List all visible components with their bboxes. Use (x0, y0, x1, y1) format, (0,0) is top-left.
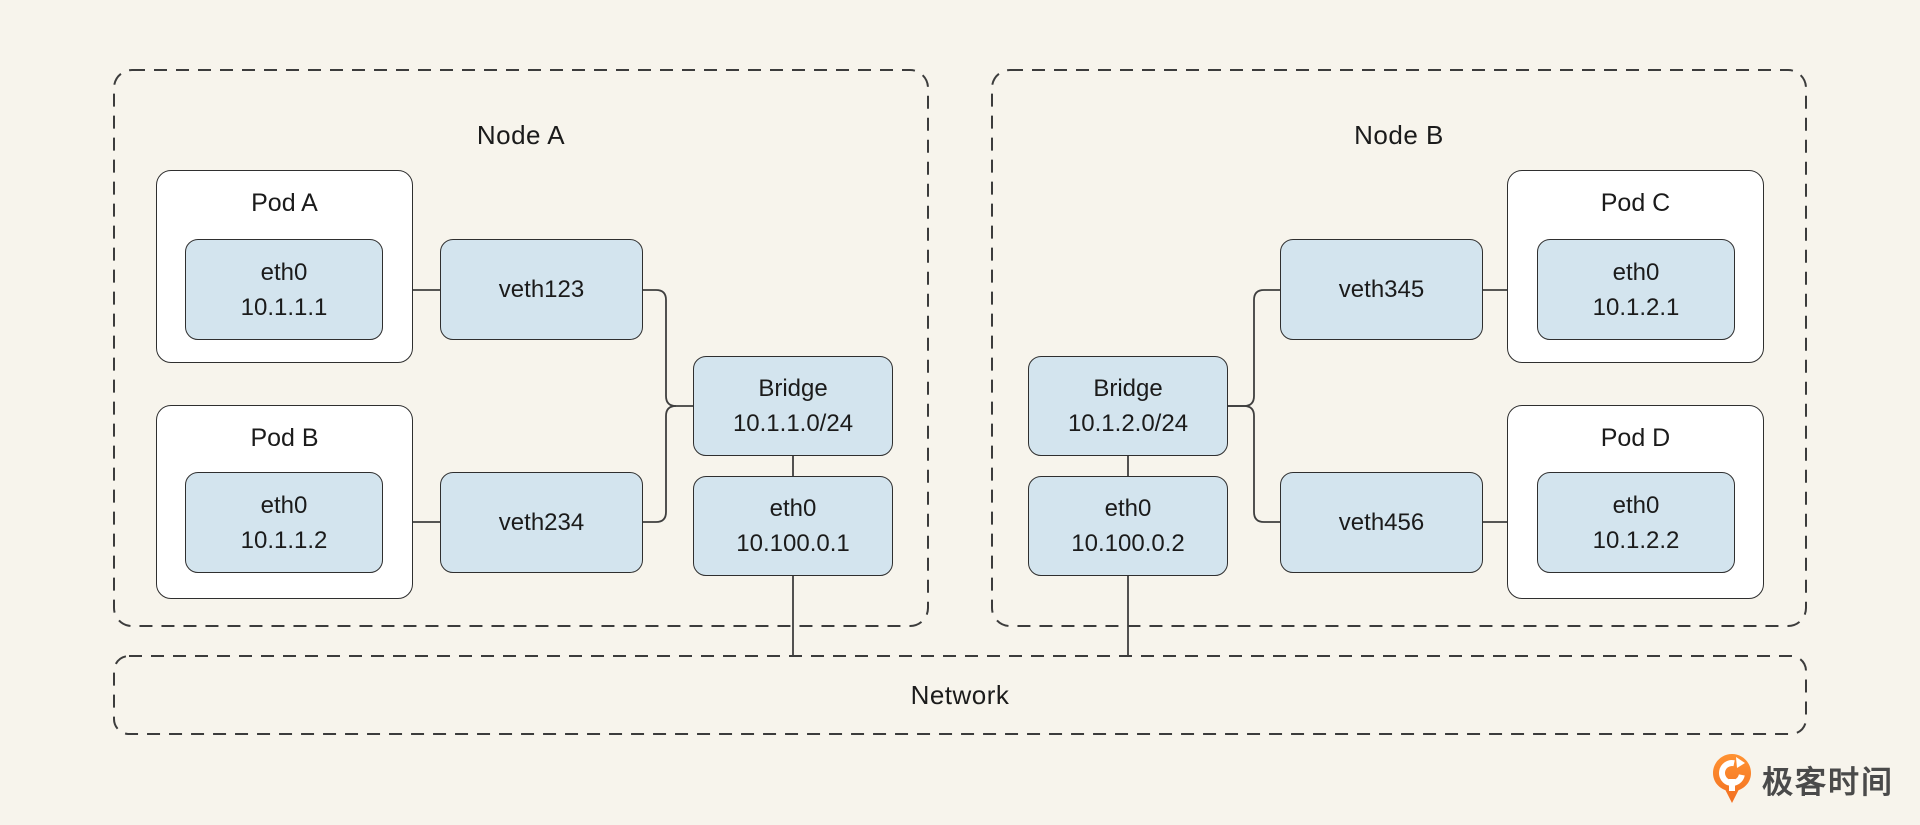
pod-d-eth0-name: eth0 (1612, 491, 1660, 519)
pod-c-eth0-name: eth0 (1612, 258, 1660, 286)
node-a-host-eth0-box: eth0 10.100.0.1 (693, 476, 893, 576)
bridge-a-box: Bridge 10.1.1.0/24 (693, 356, 893, 456)
pod-c-title: Pod C (1600, 189, 1671, 217)
pod-b-eth0-name: eth0 (260, 491, 308, 519)
bridge-b-name: Bridge (1093, 375, 1163, 402)
node-b-title: Node B (1354, 120, 1444, 150)
node-a-boundary (113, 69, 929, 627)
node-b-host-eth0-ip: 10.100.0.2 (1071, 530, 1185, 557)
veth234-box: veth234 (440, 472, 643, 573)
network-label: Network (910, 679, 1010, 710)
node-b-boundary (991, 69, 1807, 627)
veth123-box: veth123 (440, 239, 643, 340)
bridge-a-cidr: 10.1.1.0/24 (732, 410, 854, 437)
pod-b-eth0-box: eth0 10.1.1.2 (185, 472, 383, 573)
node-b-host-eth0-name: eth0 (1104, 495, 1152, 522)
veth234-label: veth234 (498, 509, 585, 536)
node-a-host-eth0-ip: 10.100.0.1 (736, 530, 850, 557)
pod-a-eth0-ip: 10.1.1.1 (240, 293, 328, 321)
veth456-label: veth456 (1338, 509, 1425, 536)
connector-veth123-bridgeA (643, 289, 693, 407)
veth456-box: veth456 (1280, 472, 1483, 573)
pod-b-title: Pod B (250, 424, 319, 452)
node-a-host-eth0-name: eth0 (769, 495, 817, 522)
geektime-logo-text: 极客时间 (1762, 764, 1894, 800)
pod-b-eth0-ip: 10.1.1.2 (240, 526, 328, 554)
pod-c-eth0-box: eth0 10.1.2.1 (1537, 239, 1735, 340)
pod-d-eth0-ip: 10.1.2.2 (1592, 526, 1680, 554)
veth345-label: veth345 (1338, 276, 1425, 303)
connector-bridgeB-veth456 (1227, 405, 1280, 523)
bridge-b-box: Bridge 10.1.2.0/24 (1028, 356, 1228, 456)
bridge-b-cidr: 10.1.2.0/24 (1067, 410, 1189, 437)
pod-a-eth0-name: eth0 (260, 258, 308, 286)
pod-a-title: Pod A (251, 189, 318, 217)
geektime-logo-icon (1713, 754, 1751, 803)
network-boundary (113, 655, 1807, 735)
pod-d-title: Pod D (1600, 424, 1671, 452)
pod-d-eth0-box: eth0 10.1.2.2 (1537, 472, 1735, 573)
veth123-label: veth123 (498, 276, 585, 303)
connector-veth234-bridgeA (643, 405, 677, 523)
pod-c-eth0-ip: 10.1.2.1 (1592, 293, 1680, 321)
node-b-host-eth0-box: eth0 10.100.0.2 (1028, 476, 1228, 576)
connector-bridgeB-veth345 (1227, 289, 1280, 407)
bridge-a-name: Bridge (758, 375, 828, 402)
node-a-title: Node A (476, 120, 566, 150)
veth345-box: veth345 (1280, 239, 1483, 340)
geektime-logo: 极客时间 (1712, 752, 1894, 806)
pod-a-eth0-box: eth0 10.1.1.1 (185, 239, 383, 340)
